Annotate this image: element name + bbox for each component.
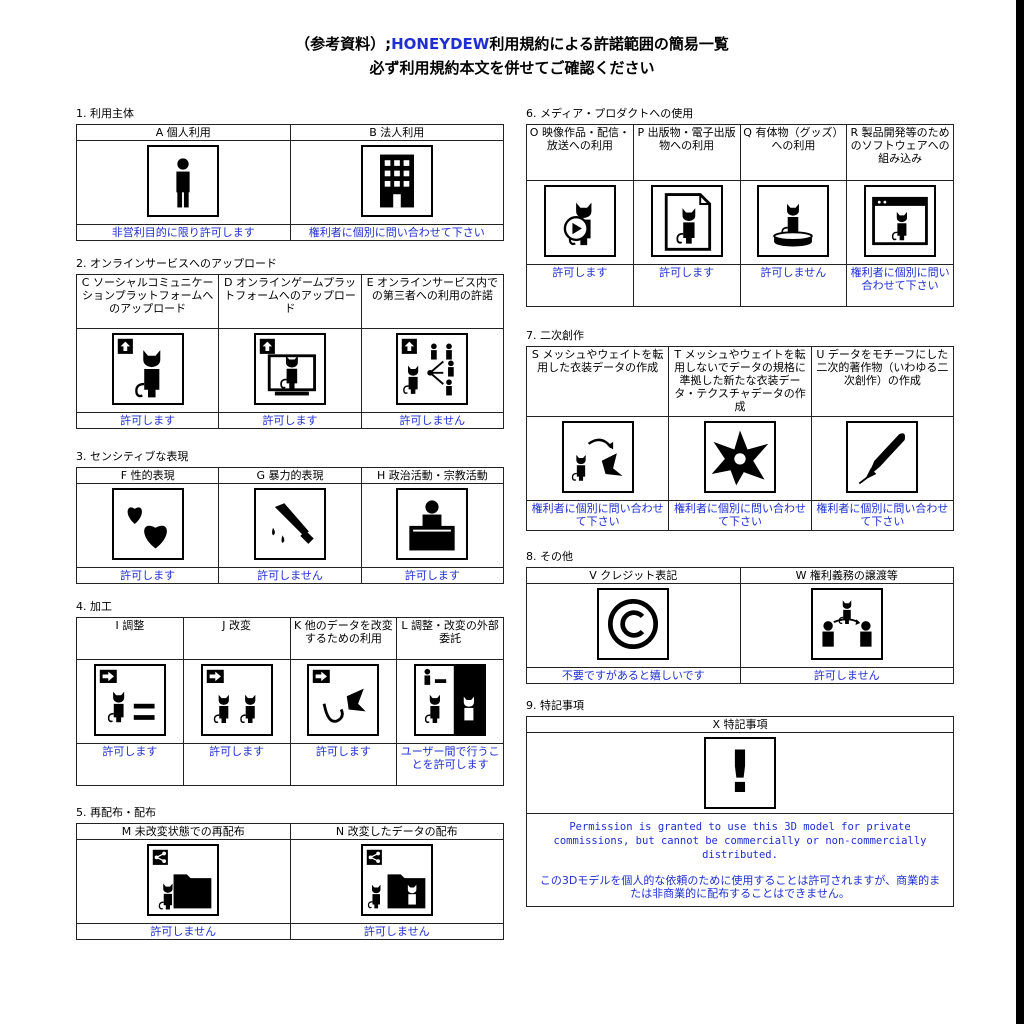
right-edge-bar [1016,0,1024,1024]
status-text: 許可しません [739,264,848,307]
cell-label: X 特記事項 [526,716,954,733]
share-modified-icon [360,844,433,916]
modify-icon [200,664,273,736]
note-english: Permission is granted to use this 3D mod… [553,821,927,861]
cell-label: G 暴力的表現 [218,467,362,484]
upload-monitor-icon [253,333,326,405]
share-folder-icon [147,844,220,916]
section-other: 8. その他 V クレジット表記 W 権利義務の譲渡等 不要ですがあると嬉しいで… [526,550,954,684]
software-icon [864,185,937,257]
section-derivative-works: 7. 二次創作 S メッシュやウェイトを転用した衣装データの作成 T メッシュや… [525,329,955,531]
cell-label: P 出版物・電子出版物への利用 [632,124,741,181]
status-text: 許可しません [289,923,504,940]
status-text: 許可しません [739,667,954,684]
status-text: 権利者に個別に問い合わせて下さい [668,500,812,531]
cell-label: E オンラインサービス内での第三者への利用の許諾 [360,274,505,329]
cell-label: C ソーシャルコミュニケーションプラットフォームへのアップロード [75,274,220,329]
publication-icon [650,185,723,257]
section-sensitive: 3. センシティブな表現 F 性的表現 G 暴力的表現 H 政治活動・宗教活動 [75,450,505,584]
reuse-icon [307,664,380,736]
copyright-icon [597,588,670,660]
cell-label: F 性的表現 [75,467,220,484]
cell-label: J 改変 [182,617,291,660]
upload-share-icon [396,333,469,405]
outsource-icon [414,664,487,736]
adjust-icon [93,664,166,736]
cell-label: B 法人利用 [289,124,504,141]
cell-label: V クレジット表記 [526,567,741,584]
cell-label: K 他のデータを改変するための利用 [289,617,398,660]
section-special-notes: 9. 特記事項 X 特記事項 ! Permission is granted t… [526,699,954,907]
status-text: 権利者に個別に問い合わせて下さい [846,264,954,307]
status-text: 許可します [360,567,505,584]
video-icon [543,185,616,257]
status-text: 許可します [75,567,220,584]
special-note: Permission is granted to use this 3D mod… [526,813,954,907]
status-text: 権利者に個別に問い合わせて下さい [289,224,504,241]
section-processing: 4. 加工 I 調整 J 改変 K 他のデータを改変するための利用 L 調整・改… [76,600,504,786]
status-text: 権利者に個別に問い合わせて下さい [810,500,955,531]
status-text: 許可します [182,743,291,786]
cell-label: S メッシュやウェイトを転用した衣装データの作成 [525,346,670,417]
cell-label: U データをモチーフにした二次的著作物（いわゆる二次創作）の作成 [810,346,955,417]
status-text: 許可します [289,743,398,786]
cell-label: L 調整・改変の外部委託 [396,617,504,660]
transfer-icon [810,588,883,660]
section-usage-subject: 1. 利用主体 A 個人利用 B 法人利用 非営利目的に限り許可します 権利者に… [76,107,504,241]
status-text: 許可します [526,264,634,307]
status-text: 許可します [76,743,184,786]
section-online-upload: 2. オンラインサービスへのアップロード C ソーシャルコミュニケーションプラッ… [75,257,505,429]
page-subtitle: 必ず利用規約本文を併せてご確認ください [369,59,655,77]
cell-label: Q 有体物（グッズ）への利用 [739,124,848,181]
cell-label: I 調整 [76,617,184,660]
page-title: （参考資料）;HONEYDEW利用規約による許諾範囲の簡易一覧 [295,35,729,53]
section-title: 8. その他 [526,550,573,563]
cell-label: O 映像作品・配信・放送への利用 [526,124,634,181]
cell-label: T メッシュやウェイトを転用しないでデータの規格に準拠した新たな衣装データ・テク… [668,346,812,417]
cell-label: N 改変したデータの配布 [289,823,504,840]
status-text: 許可しません [76,923,291,940]
cell-label: M 未改変状態での再配布 [76,823,291,840]
note-japanese: この3Dモデルを個人的な依頼のために使用することは許可されますが、商業的または非… [539,874,941,900]
knife-icon [253,488,326,560]
pen-icon [846,421,919,493]
status-text: 許可します [75,412,220,429]
building-icon [360,145,433,217]
section-title: 4. 加工 [76,600,112,613]
figure-icon [757,185,830,257]
person-icon [147,145,220,217]
cell-label: R 製品開発等のためのソフトウェアへの組み込み [846,124,954,181]
upload-avatar-icon [111,333,184,405]
status-text: ユーザー間で行うことを許可します [396,743,504,786]
status-text: 不要ですがあると嬉しいです [526,667,741,684]
section-distribution: 5. 再配布・配布 M 未改変状態での再配布 N 改変したデータの配布 許可しま… [76,806,504,940]
status-text: 権利者に個別に問い合わせて下さい [525,500,670,531]
section-title: 9. 特記事項 [526,699,584,712]
status-text: 非営利目的に限り許可します [76,224,291,241]
exclamation-icon: ! [704,737,776,809]
cell-label: W 権利義務の譲渡等 [739,567,954,584]
section-title: 7. 二次創作 [526,329,584,342]
cell-label: A 個人利用 [76,124,291,141]
status-text: 許可します [218,412,362,429]
bow-icon [703,421,776,493]
status-text: 許可しません [360,412,505,429]
mesh-transfer-icon [561,421,634,493]
section-title: 2. オンラインサービスへのアップロード [76,257,277,270]
podium-icon [396,488,469,560]
section-title: 3. センシティブな表現 [76,450,189,463]
brand-name: HONEYDEW [391,35,490,53]
section-title: 1. 利用主体 [76,107,134,120]
status-text: 許可します [632,264,741,307]
section-media-products: 6. メディア・プロダクトへの使用 O 映像作品・配信・放送への利用 P 出版物… [526,107,954,307]
cell-label: H 政治活動・宗教活動 [360,467,505,484]
cell-label: D オンラインゲームプラットフォームへのアップロード [218,274,362,329]
section-title: 6. メディア・プロダクトへの使用 [526,107,694,120]
status-text: 許可しません [218,567,362,584]
hearts-icon [111,488,184,560]
section-title: 5. 再配布・配布 [76,806,156,819]
